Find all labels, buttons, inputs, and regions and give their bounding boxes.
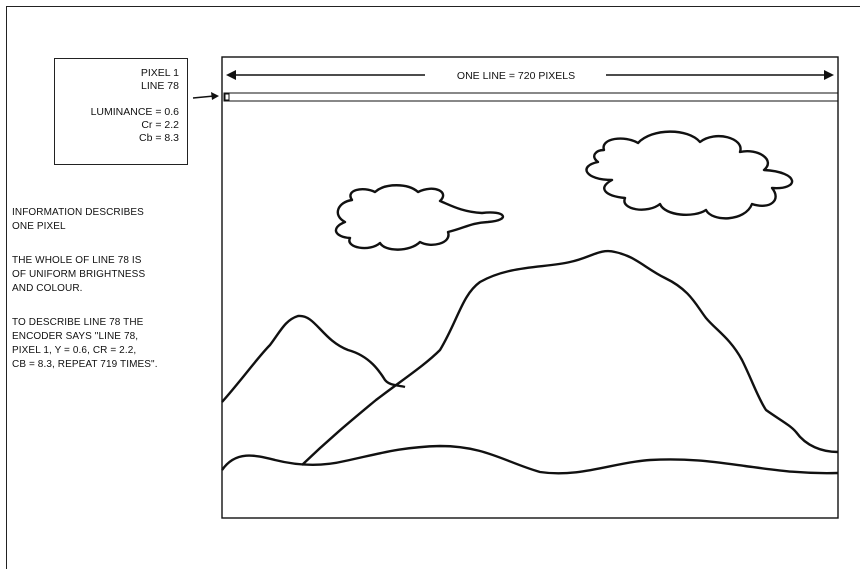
left-cloud — [336, 185, 503, 249]
line-width-label: ONE LINE = 720 PIXELS — [457, 70, 575, 82]
right-cloud — [587, 132, 793, 219]
large-mountain — [302, 251, 838, 465]
foreground-hills — [222, 446, 838, 473]
left-mountain — [222, 316, 405, 402]
line-78-strip — [224, 93, 838, 101]
pixel-1-marker — [225, 94, 229, 100]
pointer-arrow — [193, 92, 219, 100]
picture-frame — [222, 57, 838, 518]
